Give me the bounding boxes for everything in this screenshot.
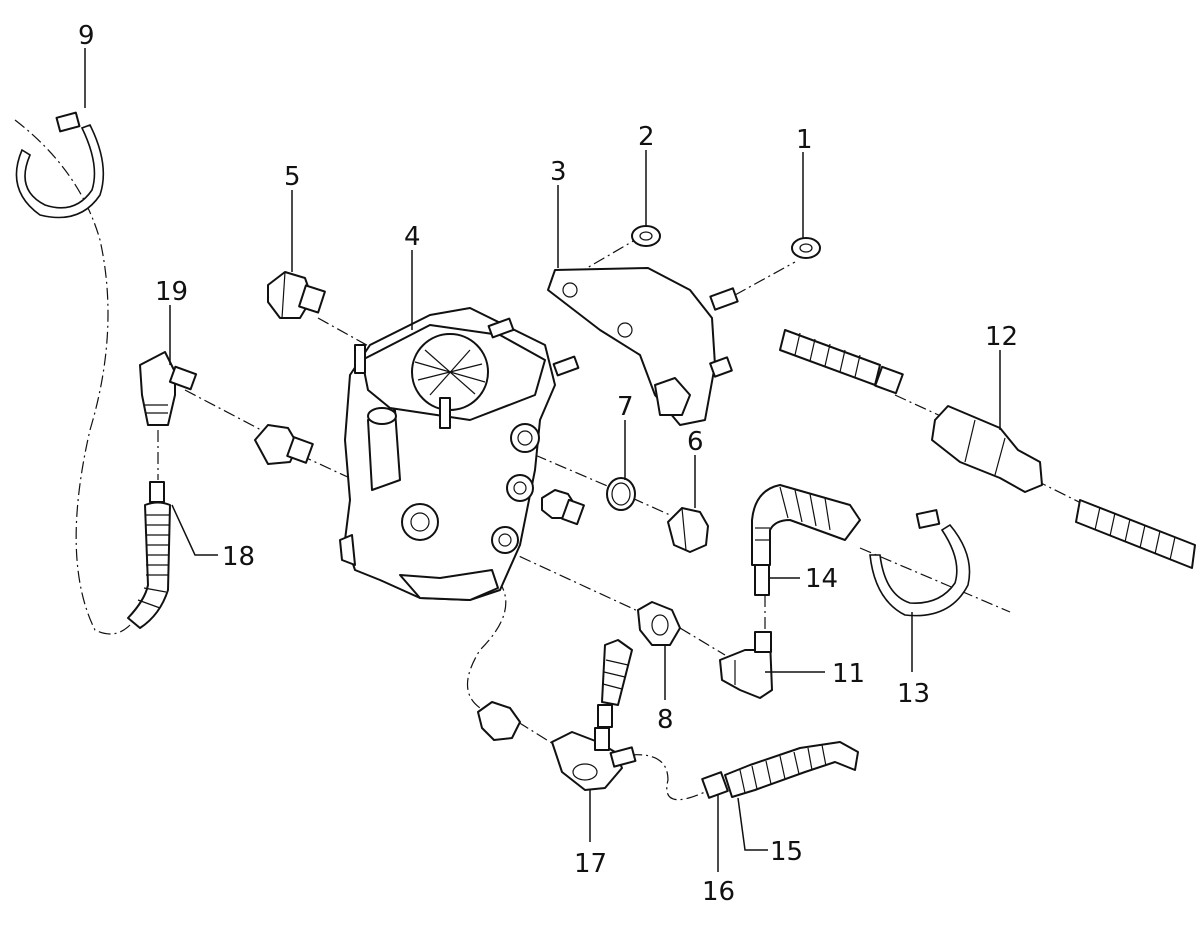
callout-3: 3 — [550, 157, 567, 187]
callout-1: 1 — [796, 125, 813, 155]
callout-7: 7 — [617, 392, 634, 422]
callout-labels: 9 19 5 5 5 4 3 2 1 12 7 6 18 14 11 8 13 … — [78, 21, 1018, 907]
assembly-line-8-to-11 — [679, 627, 726, 656]
part-4-valve-body — [339, 307, 580, 601]
part-9-cable-strap — [15, 111, 105, 219]
callout-11: 11 — [832, 659, 865, 689]
part-15-16-hose-connector — [701, 741, 859, 799]
callout-12: 12 — [985, 322, 1018, 352]
part-5-hex-plug — [267, 271, 326, 319]
callout-2: 2 — [638, 122, 655, 152]
callout-14: 14 — [805, 564, 838, 594]
assembly-line-hose-to-12 — [894, 394, 946, 419]
part-14-hose-connector — [751, 484, 861, 596]
part-17-tee-fitting — [551, 727, 637, 791]
callout-8: 8 — [657, 705, 674, 735]
assembly-line-bracket-to-1 — [734, 261, 796, 296]
callout-18: 18 — [222, 542, 255, 572]
part-18-corrugated-hose — [127, 481, 171, 629]
callout-17: 17 — [574, 849, 607, 879]
callout-19: 19 — [155, 277, 188, 307]
part-2-flange-nut — [631, 225, 661, 247]
assembly-line-hose-to-13 — [859, 547, 1011, 613]
assembly-line-17-to-16 — [629, 754, 706, 801]
callout-13: 13 — [897, 679, 930, 709]
plug-fitting-center — [541, 489, 585, 526]
part-6-hex-plug — [667, 507, 709, 553]
callout-16: 16 — [702, 877, 735, 907]
part-8-hex-fitting — [637, 601, 681, 646]
assembly-line-5-to-valve — [317, 317, 373, 349]
part-11-elbow-fitting — [719, 631, 773, 699]
callout-6: 6 — [687, 427, 704, 457]
part-13-cable-strap — [869, 509, 971, 617]
leader-15 — [737, 797, 768, 851]
part-1-flange-nut — [791, 237, 821, 259]
plug-fitting-lower — [477, 701, 521, 741]
leader-18 — [171, 504, 218, 556]
assembly-line-valve-to-17 — [467, 579, 507, 709]
callout-4: 4 — [404, 222, 421, 252]
callout-9: 9 — [78, 21, 95, 51]
assembly-line-12-to-hose — [1034, 479, 1086, 506]
part-7-o-ring — [606, 477, 636, 511]
plug-fitting-left — [254, 424, 314, 465]
part-19-elbow-fitting — [139, 351, 198, 426]
part-12-inline-connector — [779, 329, 1196, 569]
assembly-line-19-to-plug — [184, 389, 266, 433]
callout-15: 15 — [770, 837, 803, 867]
assembly-line-fitting-to-17 — [517, 721, 556, 746]
assembly-line-clip-9 — [14, 119, 131, 635]
leader-lines — [84, 48, 1001, 872]
callout-5-text: 5 — [284, 162, 301, 192]
part-3-mounting-bracket — [547, 267, 739, 426]
assembly-line-7-to-6 — [631, 497, 671, 516]
hose-above-tee — [597, 639, 633, 728]
assembly-line-valve-to-7 — [534, 454, 613, 489]
